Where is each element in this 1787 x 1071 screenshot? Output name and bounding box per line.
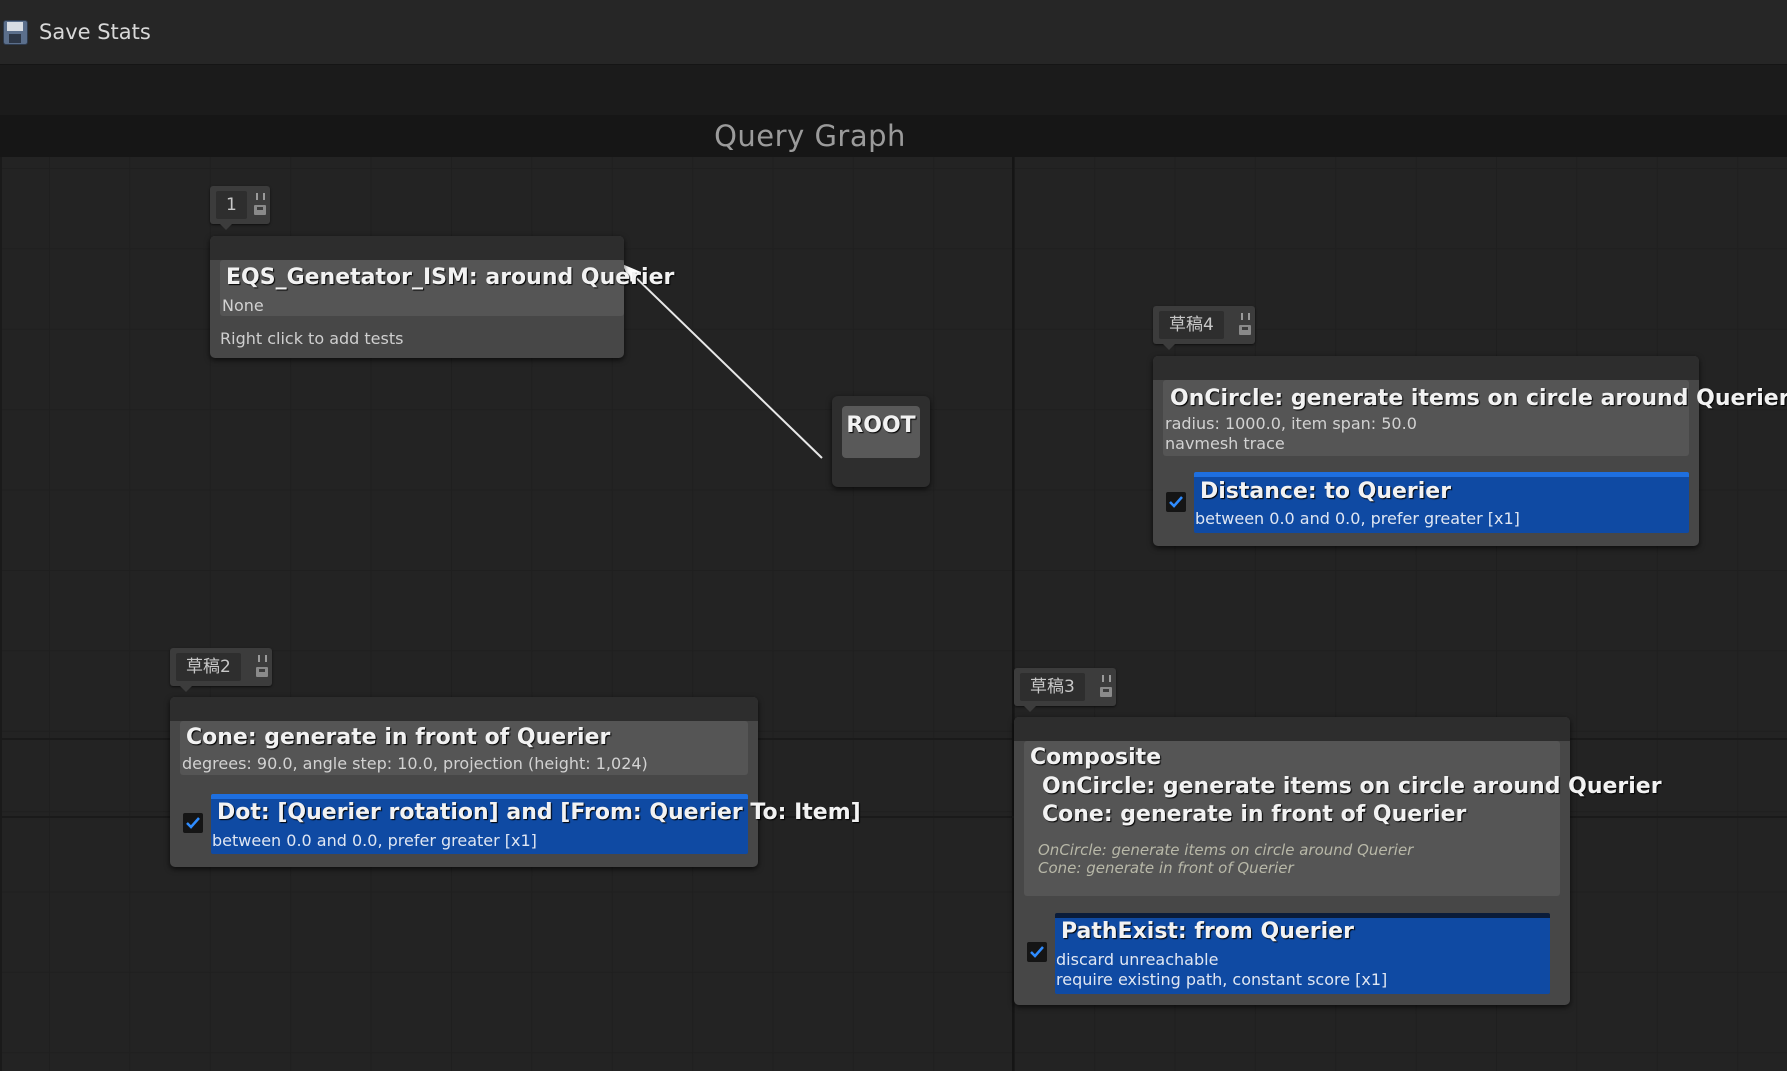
node-tag-label: 草稿3 [1020, 673, 1085, 701]
save-icon[interactable] [254, 205, 266, 215]
node-header: Cone: generate in front of Querier degre… [180, 721, 748, 775]
node-title: Cone: generate in front of Querier [186, 725, 611, 750]
checkmark-icon [186, 817, 200, 829]
test-subtitle: between 0.0 and 0.0, prefer greater [x1] [1195, 509, 1520, 528]
test-subtitle: discard unreachable [1056, 950, 1219, 969]
pin-icon[interactable] [256, 193, 265, 200]
composite-child: OnCircle: generate items on circle aroun… [1042, 774, 1662, 799]
node-tag-label: 1 [216, 191, 247, 219]
composite-child: Cone: generate in front of Querier [1042, 802, 1467, 827]
node-tag-1[interactable]: 1 [210, 186, 270, 230]
grid-major-line [1012, 157, 1014, 1071]
node-tag-draft3[interactable]: 草稿3 [1014, 668, 1116, 712]
root-node[interactable]: ROOT [832, 396, 930, 487]
toolbar: Save Stats [0, 0, 1787, 65]
oncircle-generator-node[interactable]: OnCircle: generate items on circle aroun… [1153, 356, 1787, 546]
floppy-disk-icon [2, 19, 29, 46]
checkmark-icon [1169, 496, 1183, 508]
checkmark-icon [1030, 946, 1044, 958]
test-subtitle: require existing path, constant score [x… [1056, 970, 1388, 989]
toolbar-strip [0, 65, 1787, 115]
add-tests-hint: Right click to add tests [220, 329, 404, 348]
save-stats-button[interactable]: Save Stats [0, 14, 157, 50]
root-label: ROOT [846, 413, 916, 438]
composite-description: Cone: generate in front of Querier [1038, 859, 1294, 877]
save-icon[interactable] [256, 667, 268, 677]
cone-generator-node[interactable]: Cone: generate in front of Querier degre… [170, 697, 861, 867]
distance-test[interactable]: Distance: to Querier between 0.0 and 0.0… [1194, 472, 1689, 533]
save-stats-label: Save Stats [39, 20, 151, 44]
node-tag-label: 草稿4 [1159, 311, 1224, 339]
node-header: OnCircle: generate items on circle aroun… [1163, 380, 1787, 456]
test-title: Distance: to Querier [1200, 479, 1452, 504]
node-header: EQS_Genetator_ISM: around Querier None [220, 260, 674, 316]
node-title: OnCircle: generate items on circle aroun… [1170, 386, 1787, 411]
composite-generator-node[interactable]: Composite OnCircle: generate items on ci… [1014, 717, 1662, 1005]
pathexist-test[interactable]: PathExist: from Querier discard unreacha… [1055, 913, 1550, 994]
node-param-line: navmesh trace [1165, 434, 1285, 453]
save-icon[interactable] [1100, 687, 1112, 697]
node-param-line: radius: 1000.0, item span: 50.0 [1165, 414, 1417, 433]
node-subtitle: None [222, 296, 264, 315]
eqs-generator-node[interactable]: EQS_Genetator_ISM: around Querier None R… [210, 236, 674, 358]
composite-description: OnCircle: generate items on circle aroun… [1038, 841, 1414, 859]
pin-icon[interactable] [1241, 313, 1250, 320]
node-title: Composite [1030, 745, 1162, 770]
test-enable-checkbox[interactable] [183, 813, 203, 833]
test-enable-checkbox[interactable] [1027, 942, 1047, 962]
node-param-line: degrees: 90.0, angle step: 10.0, project… [182, 754, 648, 773]
pin-icon[interactable] [1102, 675, 1111, 682]
node-header: Composite OnCircle: generate items on ci… [1024, 741, 1662, 896]
test-title: Dot: [Querier rotation] and [From: Queri… [217, 800, 861, 825]
node-tag-draft2[interactable]: 草稿2 [170, 648, 272, 692]
node-title: EQS_Genetator_ISM: around Querier [226, 265, 675, 290]
node-tag-draft4[interactable]: 草稿4 [1153, 306, 1255, 350]
test-enable-checkbox[interactable] [1166, 492, 1186, 512]
dot-test[interactable]: Dot: [Querier rotation] and [From: Queri… [211, 794, 861, 854]
graph-title: Query Graph [714, 119, 906, 153]
pin-icon[interactable] [258, 655, 267, 662]
test-subtitle: between 0.0 and 0.0, prefer greater [x1] [212, 831, 537, 850]
graph-title-bar: Query Graph [0, 115, 1787, 158]
save-icon[interactable] [1239, 325, 1251, 335]
test-title: PathExist: from Querier [1061, 919, 1354, 944]
grid-major-line [0, 816, 1787, 818]
node-tag-label: 草稿2 [176, 653, 241, 681]
